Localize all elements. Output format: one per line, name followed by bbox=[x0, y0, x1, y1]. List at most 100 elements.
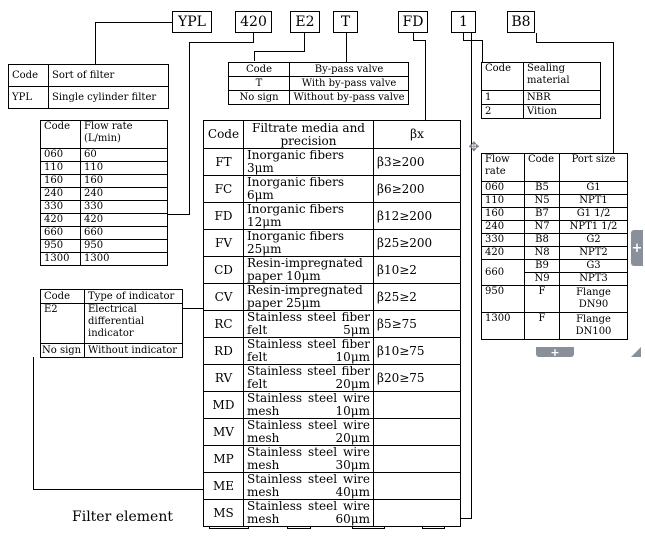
media-desc-cell: Stainless steel wire mesh 20μm bbox=[243, 418, 374, 446]
port-code-cell: F bbox=[524, 312, 560, 340]
media-beta-cell bbox=[373, 391, 461, 419]
media-beta-cell: β6≥200 bbox=[373, 175, 461, 203]
port-header-flow: Flow rate bbox=[481, 153, 525, 182]
flow-cell: 060 bbox=[40, 148, 81, 162]
flow-cell: 660 bbox=[40, 226, 81, 240]
connector-line bbox=[425, 40, 426, 120]
media-code-cell: FC bbox=[203, 175, 244, 203]
connector-line bbox=[189, 42, 190, 214]
media-beta-cell: β5≥75 bbox=[373, 310, 461, 338]
bypass-header-valve: By-pass valve bbox=[289, 62, 409, 77]
code-box-bypass: T bbox=[333, 11, 358, 33]
expand-bottom-button[interactable]: + bbox=[536, 346, 574, 359]
media-code-cell: MS bbox=[203, 499, 244, 527]
sort-header-name: Sort of filter bbox=[48, 64, 169, 87]
connector-line bbox=[254, 51, 255, 61]
connector-line bbox=[304, 33, 305, 52]
port-code-cell: B5 bbox=[524, 181, 560, 195]
port-size-cell: NPT1 1/2 bbox=[559, 220, 628, 234]
sort-header-code: Code bbox=[8, 64, 49, 87]
flow-cell: 660 bbox=[80, 226, 168, 240]
code-box-indicator: E2 bbox=[290, 11, 320, 33]
media-desc-cell: Stainless steel fiber felt 20μm bbox=[243, 364, 374, 392]
sealing-cell: 2 bbox=[481, 104, 524, 119]
port-flow-cell: 420 bbox=[481, 246, 525, 260]
code-box-flow: 420 bbox=[235, 11, 272, 33]
code-box-media: FD bbox=[398, 11, 428, 33]
expand-right-button[interactable]: + bbox=[631, 230, 643, 266]
port-code-cell: B8 bbox=[524, 233, 560, 247]
port-flow-cell: 950 bbox=[481, 285, 525, 313]
port-size-cell: G1 bbox=[559, 181, 628, 195]
sealing-table: Code Sealing material 1 NBR 2 Vition bbox=[481, 62, 601, 119]
move-handle-icon[interactable]: ✥ bbox=[468, 140, 480, 155]
flow-cell: 420 bbox=[40, 213, 81, 227]
media-desc-cell: Stainless steel wire mesh 60μm bbox=[243, 499, 374, 527]
connector-line bbox=[613, 42, 614, 153]
flow-cell: 110 bbox=[80, 161, 168, 175]
media-beta-cell bbox=[373, 472, 461, 500]
port-flow-cell: 160 bbox=[481, 207, 525, 221]
media-desc-cell: Inorganic fibers 6μm bbox=[243, 175, 374, 203]
media-beta-cell: β10≥2 bbox=[373, 256, 461, 284]
media-beta-cell: β3≥200 bbox=[373, 148, 461, 176]
media-code-cell: MP bbox=[203, 445, 244, 473]
media-desc-cell: Resin-impregnated paper 10μm bbox=[243, 256, 374, 284]
media-code-cell: CD bbox=[203, 256, 244, 284]
media-header-beta: βx bbox=[373, 120, 461, 149]
media-desc-cell: Stainless steel wire mesh 10μm bbox=[243, 391, 374, 419]
media-code-cell: FT bbox=[203, 148, 244, 176]
port-size-cell: Flange DN90 bbox=[559, 285, 628, 313]
connector-line bbox=[254, 51, 305, 52]
indicator-cell: No sign bbox=[40, 343, 85, 358]
flow-cell: 110 bbox=[40, 161, 81, 175]
port-code-cell: B9 bbox=[524, 259, 560, 273]
flow-cell: 160 bbox=[40, 174, 81, 188]
port-size-cell: G1 1/2 bbox=[559, 207, 628, 221]
connector-line bbox=[346, 33, 347, 62]
port-header-size: Port size bbox=[559, 153, 628, 182]
media-desc-cell: Stainless steel wire mesh 30μm bbox=[243, 445, 374, 473]
media-beta-cell bbox=[373, 499, 461, 527]
port-size-cell: G3 bbox=[559, 259, 628, 273]
flow-cell: 240 bbox=[40, 187, 81, 201]
connector-line bbox=[189, 42, 254, 43]
connector-line bbox=[183, 308, 203, 309]
indicator-header-code: Code bbox=[40, 289, 85, 304]
media-desc-cell: Stainless steel wire mesh 40μm bbox=[243, 472, 374, 500]
sealing-header-material: Sealing material bbox=[523, 62, 601, 91]
media-code-cell: MV bbox=[203, 418, 244, 446]
media-desc-cell: Stainless steel fiber felt 5μm bbox=[243, 310, 374, 338]
port-size-cell: NPT2 bbox=[559, 246, 628, 260]
port-flow-cell: 1300 bbox=[481, 312, 525, 340]
port-flow-cell: 660 bbox=[481, 259, 525, 286]
port-code-cell: F bbox=[524, 285, 560, 313]
media-code-cell: FV bbox=[203, 229, 244, 257]
connector-line bbox=[413, 40, 426, 41]
sort-table: Code Sort of filter YPL Single cylinder … bbox=[8, 64, 169, 109]
media-code-cell: RV bbox=[203, 364, 244, 392]
resize-corner-icon[interactable] bbox=[631, 347, 641, 357]
bypass-cell: With by-pass valve bbox=[289, 76, 409, 91]
code-box-sort: YPL bbox=[172, 11, 212, 33]
bypass-cell: No sign bbox=[228, 90, 290, 105]
connector-line bbox=[463, 40, 483, 41]
bypass-cell: Without by-pass valve bbox=[289, 90, 409, 105]
bypass-table: Code By-pass valve T With by-pass valve … bbox=[228, 62, 409, 105]
sealing-cell: Vition bbox=[523, 104, 601, 119]
